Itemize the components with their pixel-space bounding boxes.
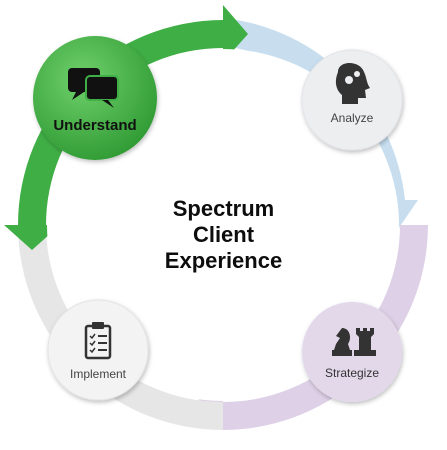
stage-label-understand: Understand bbox=[53, 117, 137, 134]
center-title-line-3: Experience bbox=[164, 248, 283, 273]
head-gears-icon bbox=[335, 63, 370, 104]
stage-label-strategize: Strategize bbox=[324, 366, 380, 380]
chess-pieces-icon bbox=[332, 328, 376, 356]
stage-label-implement: Implement bbox=[69, 367, 127, 381]
center-title-line-1: Spectrum bbox=[172, 196, 275, 221]
chat-bubbles-icon bbox=[68, 68, 119, 108]
stage-label-analyze: Analyze bbox=[330, 111, 374, 125]
center-title-line-2: Client bbox=[192, 222, 255, 247]
clipboard-checklist-icon bbox=[84, 322, 112, 360]
